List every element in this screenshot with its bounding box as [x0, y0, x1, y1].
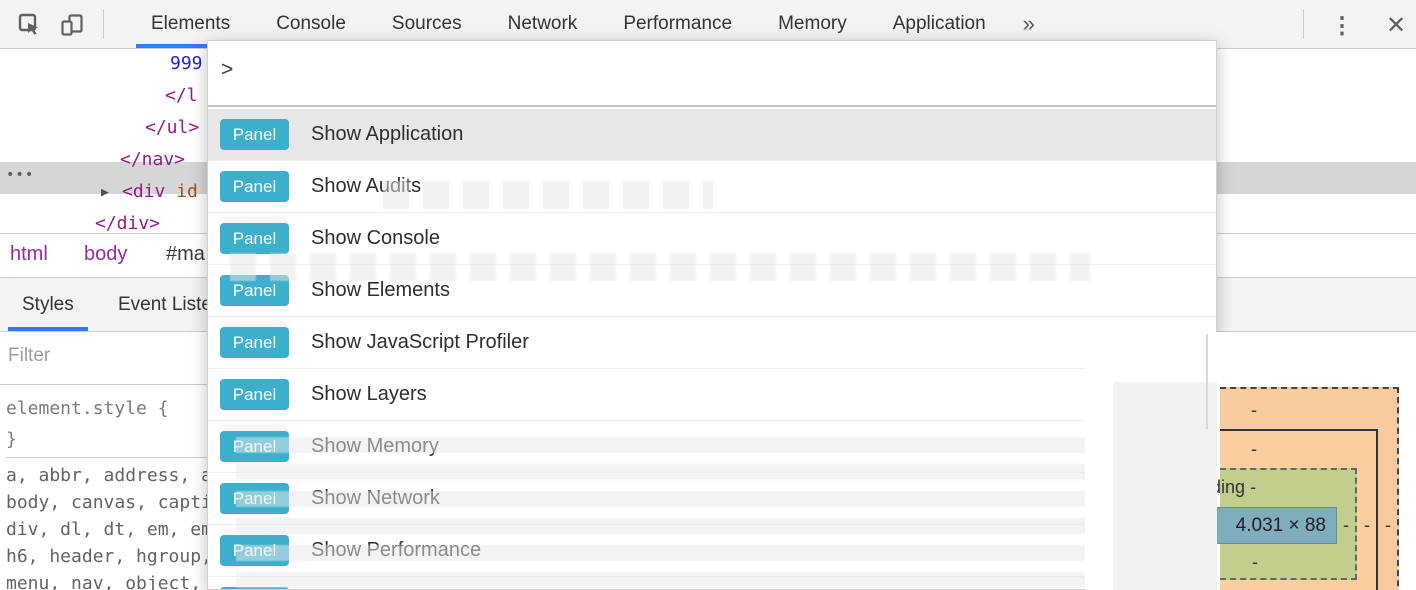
command-menu-item[interactable]: Panel Show Performance — [208, 525, 1216, 577]
padding-bottom-value[interactable]: - — [1252, 552, 1258, 572]
panel-badge: Panel — [220, 483, 289, 514]
close-devtools-icon[interactable]: ✕ — [1385, 11, 1407, 39]
command-menu-item[interactable]: Panel Show Memory — [208, 421, 1216, 473]
panel-badge: Panel — [220, 171, 289, 202]
border-top-value[interactable]: - — [1251, 439, 1257, 459]
more-options-icon[interactable]: ⋮ — [1330, 11, 1354, 38]
tab-performance[interactable]: Performance — [623, 13, 733, 34]
command-menu-list: Panel Show Application Panel Show Audits… — [208, 109, 1216, 589]
padding-right-value[interactable]: - — [1343, 515, 1349, 535]
element-style-open: element.style { — [6, 398, 169, 419]
command-label: Show Network — [311, 487, 440, 509]
command-label: Show Audits — [311, 175, 422, 197]
command-label: Show Performance — [311, 539, 482, 561]
command-menu-item[interactable]: Panel Show Console — [208, 213, 1216, 265]
tab-styles[interactable]: Styles — [8, 278, 88, 331]
command-label: Show Layers — [311, 383, 427, 405]
panel-tab-bar: Elements Console Sources Network Perform… — [128, 0, 1049, 48]
command-prompt-caret: > — [221, 58, 234, 81]
more-tabs-chevron-icon[interactable]: » — [1022, 11, 1035, 36]
ghost-artifact — [1113, 382, 1217, 590]
inspect-cursor-glyph — [18, 13, 38, 35]
command-label: Show Application — [311, 123, 464, 145]
dom-close-li-tag[interactable]: </l — [165, 85, 198, 106]
command-label: Show Memory — [311, 435, 439, 457]
panel-badge: Panel — [220, 431, 289, 462]
command-menu-item[interactable]: Panel Show JavaScript Profiler — [208, 317, 1216, 369]
panel-badge: Panel — [220, 275, 289, 306]
tab-network[interactable]: Network — [507, 13, 578, 34]
border-right-value[interactable]: - — [1364, 515, 1370, 535]
command-label: Show Elements — [311, 279, 450, 301]
command-menu-item[interactable]: Panel Show Security — [208, 577, 1216, 589]
div-id-attribute: id — [176, 181, 198, 202]
box-model-content-box[interactable]: 4.031 × 88 — [1205, 507, 1337, 544]
disclosure-triangle-icon[interactable]: ▶ — [101, 185, 109, 200]
dom-row-ellipsis[interactable]: ••• — [6, 167, 35, 183]
command-menu-dialog: > Panel Show Application Panel Show Audi… — [207, 40, 1217, 590]
command-label: Show Console — [311, 227, 440, 249]
dom-close-nav-tag[interactable]: </nav> — [120, 149, 186, 170]
content-dimensions: 4.031 × 88 — [1235, 514, 1326, 536]
tab-elements[interactable]: Elements — [128, 0, 253, 48]
dom-text-node[interactable]: 999 — [170, 53, 203, 74]
device-toolbar-glyph — [61, 14, 83, 36]
command-menu-item[interactable]: Panel Show Layers — [208, 369, 1216, 421]
margin-top-value[interactable]: - — [1251, 400, 1257, 420]
command-input[interactable]: > — [208, 41, 1216, 107]
tab-sources[interactable]: Sources — [391, 13, 462, 34]
command-menu-item[interactable]: Panel Show Audits — [208, 161, 1216, 213]
padding-top-value[interactable]: - — [1250, 477, 1257, 497]
toolbar-divider — [103, 9, 104, 39]
panel-badge: Panel — [220, 379, 289, 410]
command-menu-item[interactable]: Panel Show Elements — [208, 265, 1216, 317]
tab-memory[interactable]: Memory — [778, 13, 847, 34]
panel-badge: Panel — [220, 119, 289, 150]
panel-badge: Panel — [220, 535, 289, 566]
command-menu-item[interactable]: Panel Show Network — [208, 473, 1216, 525]
element-style-close: } — [6, 429, 17, 450]
box-model-pane: 4.031 × 88 - - padding - - - - - — [1085, 332, 1416, 590]
device-toolbar-icon[interactable] — [58, 11, 86, 39]
dom-close-ul-tag[interactable]: </ul> — [145, 117, 200, 138]
dom-open-div-tag[interactable]: <div id — [122, 181, 198, 202]
dom-close-div-tag[interactable]: </div> — [95, 213, 161, 234]
breadcrumb-main-id[interactable]: #ma — [166, 243, 205, 265]
margin-right-value[interactable]: - — [1385, 515, 1391, 535]
breadcrumb-body[interactable]: body — [84, 243, 128, 265]
ghost-artifact — [1206, 334, 1208, 429]
styles-filter-input[interactable]: Filter — [8, 345, 51, 366]
panel-badge: Panel — [220, 327, 289, 358]
element-style-rule[interactable]: element.style {} — [6, 393, 169, 455]
panel-badge: Panel — [220, 223, 289, 254]
tab-application[interactable]: Application — [892, 13, 986, 34]
tab-console[interactable]: Console — [276, 13, 346, 34]
inspect-element-icon[interactable] — [16, 11, 44, 39]
breadcrumb-html[interactable]: html — [10, 243, 48, 265]
command-menu-item[interactable]: Panel Show Application — [208, 109, 1216, 161]
command-label: Show JavaScript Profiler — [311, 331, 529, 353]
div-tag-text: <div — [122, 181, 166, 202]
toolbar-divider-right — [1303, 9, 1304, 39]
